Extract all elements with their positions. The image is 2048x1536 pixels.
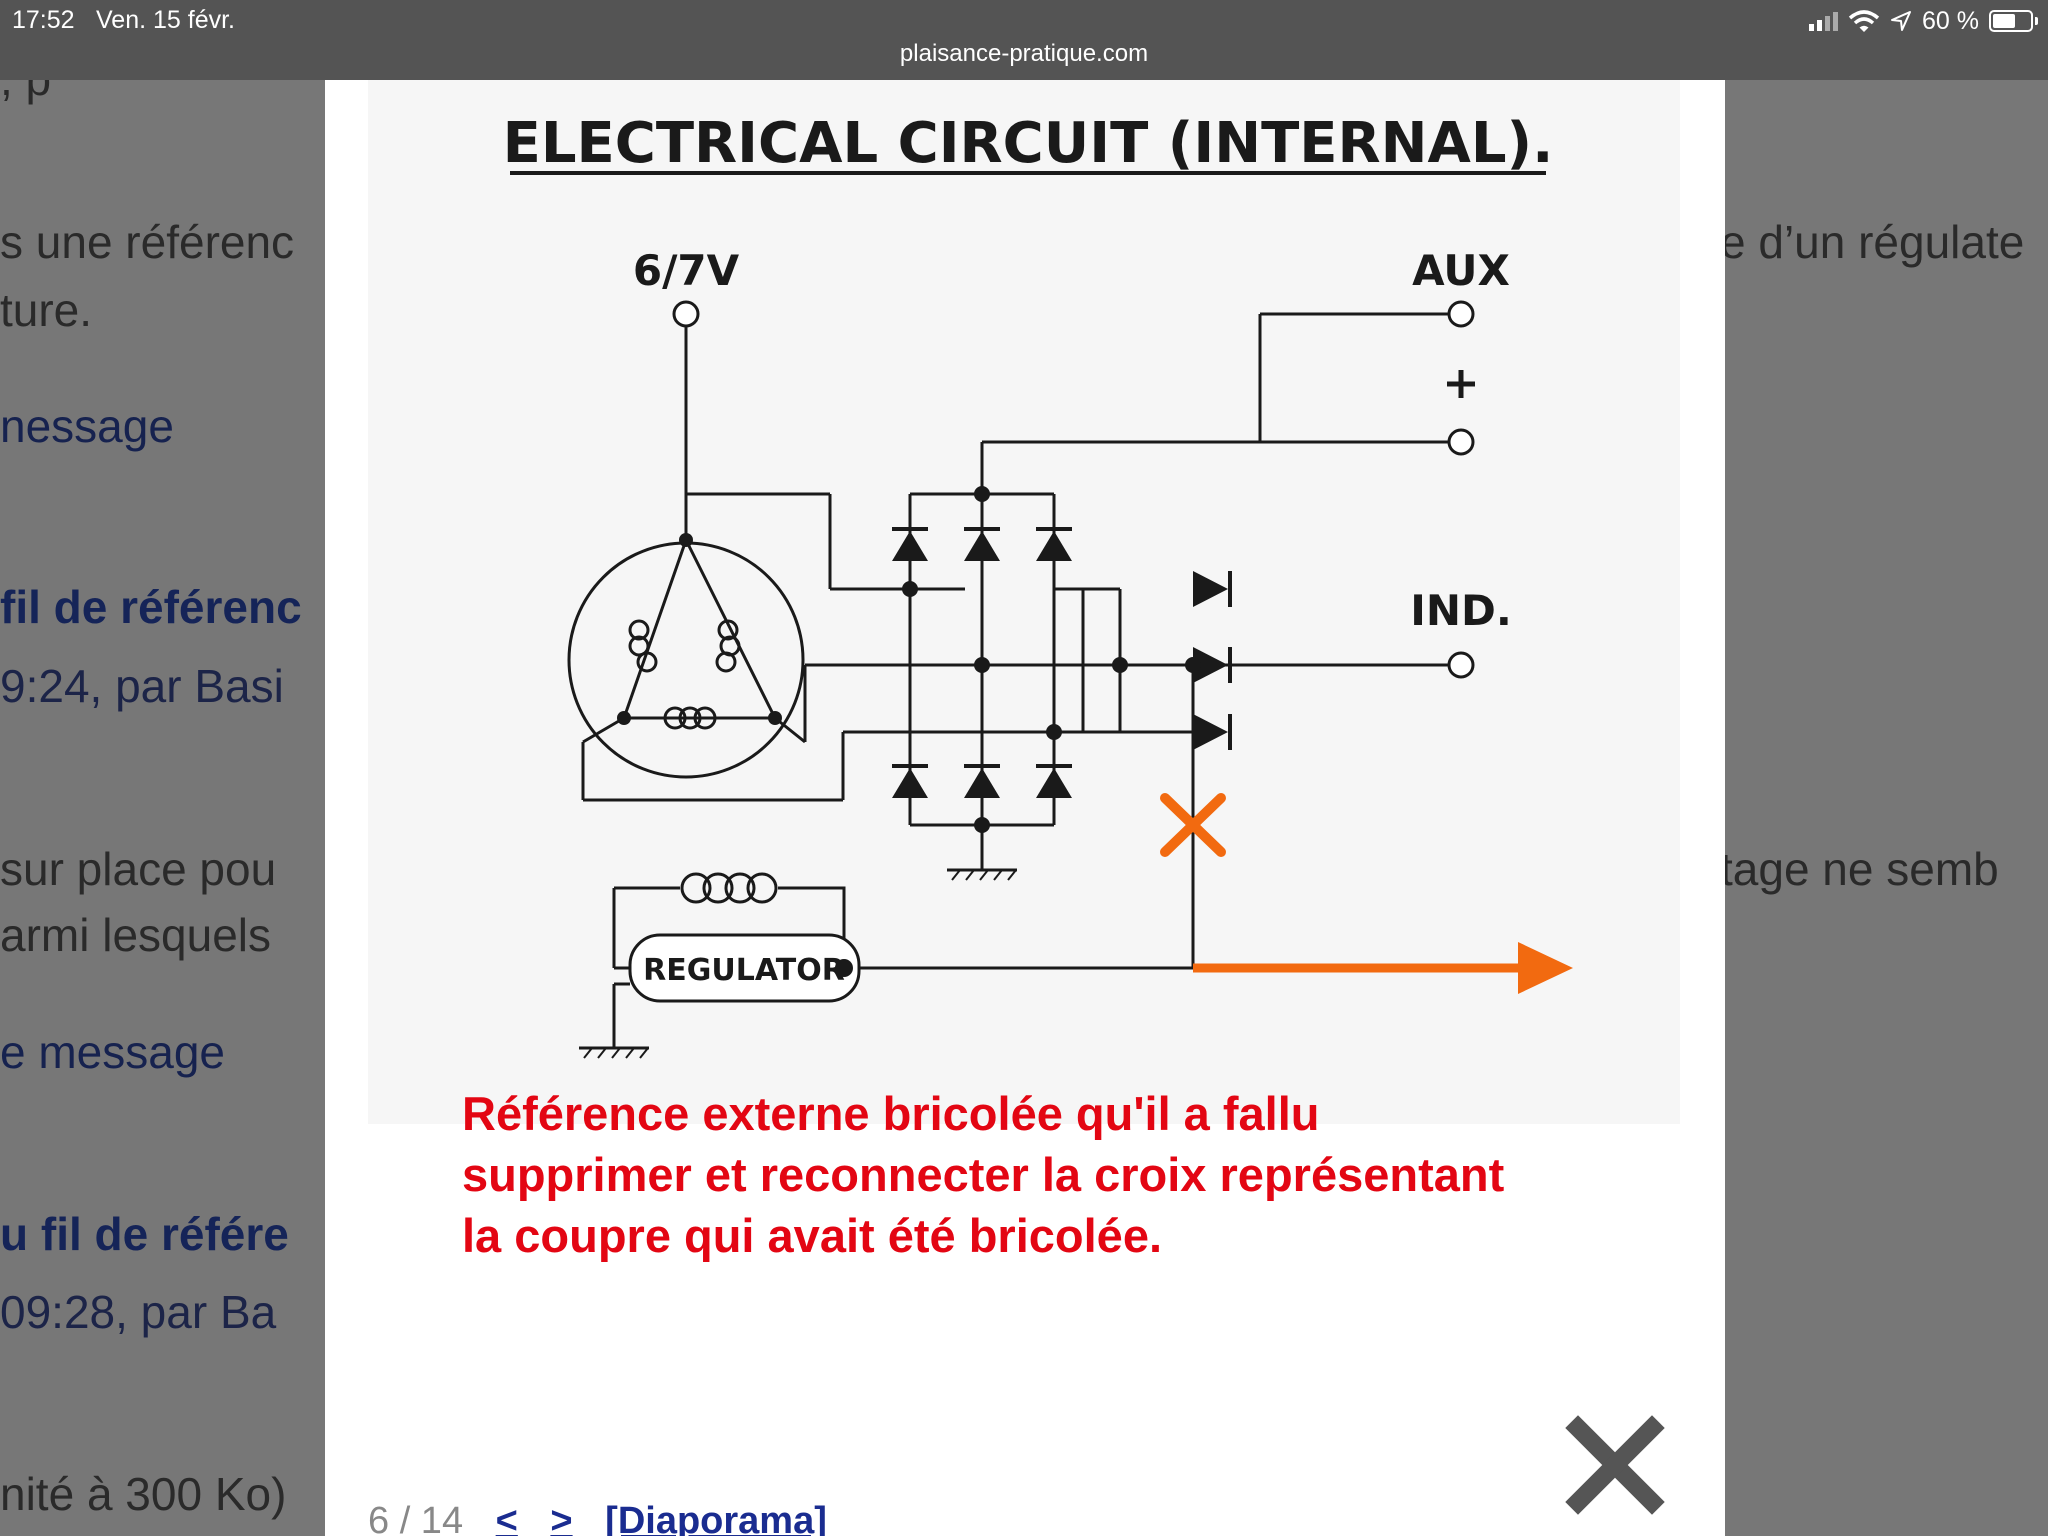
status-bar: 17:52 Ven. 15 févr. plaisance-pratique.c… <box>0 0 2048 80</box>
regulator-label: REGULATOR <box>643 953 845 988</box>
image-lightbox: ELECTRICAL CIRCUIT (INTERNAL). 6/7V AUX … <box>325 80 1725 1536</box>
cut-cross-mark <box>1160 793 1226 857</box>
background-text: nité à 300 Ko) <box>0 1468 287 1520</box>
status-time: 17:52 <box>12 6 75 34</box>
previous-image-link[interactable]: < <box>495 1500 518 1536</box>
background-text: armi lesquels <box>0 909 271 961</box>
background-text: tage ne semb <box>1720 843 1999 895</box>
battery-nub <box>2035 17 2038 25</box>
reply-message-link[interactable]: nessage <box>0 400 174 452</box>
reply-message-link[interactable]: e message <box>0 1026 226 1078</box>
background-text: sur place pou <box>0 843 277 895</box>
aux-terminal-label: AUX <box>1412 246 1510 295</box>
arrow-head <box>1518 942 1573 994</box>
status-indicators: 60 % <box>1808 4 2038 38</box>
close-icon <box>1565 1415 1665 1515</box>
diagram-title: ELECTRICAL CIRCUIT (INTERNAL). <box>503 111 1554 176</box>
cellular-signal-icon <box>1809 12 1839 31</box>
image-caption: Référence externe bricolée qu'il a fallu… <box>462 1087 1505 1262</box>
ind-terminal-label: IND. <box>1410 586 1512 635</box>
post-meta: 9:24, par Basi <box>0 660 284 712</box>
status-date: Ven. 15 févr. <box>96 6 235 34</box>
battery-percentage: 60 % <box>1922 6 1979 35</box>
post-meta: 09:28, par Ba <box>0 1286 277 1338</box>
image-counter: 6 / 14 <box>368 1500 464 1536</box>
location-arrow-icon <box>1891 11 1912 31</box>
close-button[interactable] <box>1560 1410 1670 1520</box>
post-title-link[interactable]: fil de référenc <box>0 581 302 633</box>
address-bar-url[interactable]: plaisance-pratique.com <box>899 40 1149 67</box>
post-title-link[interactable]: u fil de référe <box>0 1208 289 1260</box>
background-text: e d’un régulate <box>1720 216 2025 268</box>
slideshow-link[interactable]: [Diaporama] <box>605 1500 827 1536</box>
background-text: s une référenc <box>0 216 295 268</box>
background-text: ture. <box>0 284 93 336</box>
battery-icon <box>1989 10 2033 32</box>
image-pager: 6 / 14 < > [Diaporama] <box>368 1500 827 1536</box>
next-image-link[interactable]: > <box>550 1500 573 1536</box>
circuit-diagram-image: ELECTRICAL CIRCUIT (INTERNAL). 6/7V AUX … <box>368 80 1680 1124</box>
supply-voltage-label: 6/7V <box>633 246 740 295</box>
wifi-icon <box>1848 10 1880 32</box>
circuit-diagram: ELECTRICAL CIRCUIT (INTERNAL). 6/7V AUX … <box>503 111 1573 1059</box>
